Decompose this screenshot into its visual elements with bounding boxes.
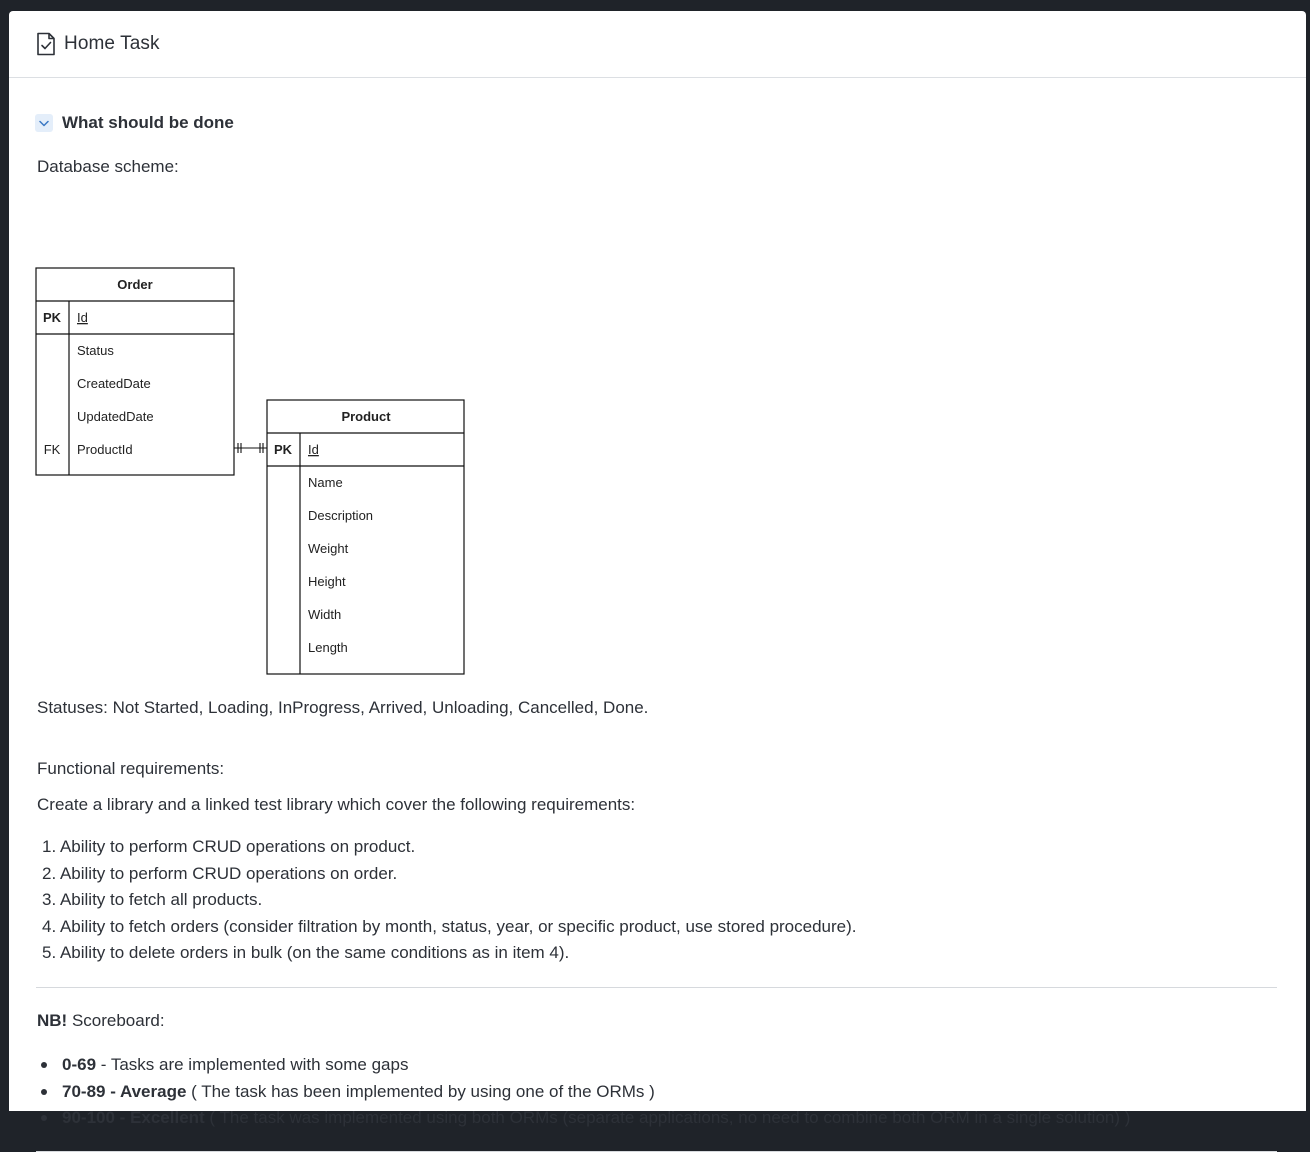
task-card: Home Task What should be done Database s… xyxy=(9,11,1306,1152)
product-table: Product PK Id Name Description Weight He… xyxy=(266,399,465,675)
statuses-text: Statuses: Not Started, Loading, InProgre… xyxy=(37,698,649,717)
product-field: Weight xyxy=(308,541,349,556)
document-check-icon xyxy=(36,32,56,56)
order-table-title: Order xyxy=(117,277,152,292)
functional-intro: Create a library and a linked test libra… xyxy=(37,795,636,814)
score-range: 90-100 - Excellent xyxy=(62,1108,205,1127)
order-field: Status xyxy=(77,343,114,358)
order-field: CreatedDate xyxy=(77,376,151,391)
product-field: Name xyxy=(308,475,343,490)
order-pk-field: Id xyxy=(77,310,88,325)
list-item: 3. Ability to fetch all products. xyxy=(42,890,263,909)
order-fk-field: ProductId xyxy=(77,442,133,457)
product-field: Width xyxy=(308,607,341,622)
score-text: ( The task has been implemented by using… xyxy=(186,1081,655,1101)
product-pk-field: Id xyxy=(308,442,319,457)
requirements-list: 1. Ability to perform CRUD operations on… xyxy=(42,834,857,967)
functional-heading: Functional requirements: xyxy=(37,759,225,778)
order-field: UpdatedDate xyxy=(77,409,154,424)
database-diagram: Order PK Id Status CreatedDate UpdatedDa… xyxy=(35,267,475,692)
product-field: Length xyxy=(308,640,348,655)
bullet-icon xyxy=(41,1115,47,1122)
score-range: 0-69 xyxy=(62,1055,97,1074)
section-toggle-what-should-be-done[interactable]: What should be done xyxy=(35,113,234,133)
score-text: - Tasks are implemented with some gaps xyxy=(96,1055,409,1074)
product-table-title: Product xyxy=(341,409,391,424)
list-item: 5. Ability to delete orders in bulk (on … xyxy=(42,943,570,962)
list-item: 1. Ability to perform CRUD operations on… xyxy=(42,837,416,856)
list-item: 4. Ability to fetch orders (consider fil… xyxy=(42,916,857,936)
page-title: Home Task xyxy=(64,33,160,54)
order-table: Order PK Id Status CreatedDate UpdatedDa… xyxy=(35,267,235,476)
bullet-icon xyxy=(41,1062,47,1069)
list-item: 2. Ability to perform CRUD operations on… xyxy=(42,863,398,883)
score-range: 70-89 - Average xyxy=(62,1081,187,1101)
score-text: ( The task was implemented using both OR… xyxy=(204,1108,1131,1127)
product-field: Description xyxy=(308,508,373,523)
divider xyxy=(36,987,1277,988)
order-fk-label: FK xyxy=(44,442,61,457)
relationship-connector xyxy=(234,443,267,453)
card-header: Home Task xyxy=(9,11,1306,78)
chevron-down-icon[interactable] xyxy=(35,114,53,132)
product-pk-label: PK xyxy=(274,442,293,457)
scoreboard-heading: NB! Scoreboard: xyxy=(37,1011,165,1031)
bullet-icon xyxy=(41,1088,47,1095)
list-item: 90-100 - Excellent ( The task was implem… xyxy=(36,1105,1130,1132)
list-item: 0-69 - Tasks are implemented with some g… xyxy=(36,1052,1130,1079)
list-item: 70-89 - Average ( The task has been impl… xyxy=(36,1079,1130,1106)
product-field: Height xyxy=(308,574,346,589)
scoreboard-list: 0-69 - Tasks are implemented with some g… xyxy=(36,1052,1130,1132)
scoreboard-label: Scoreboard: xyxy=(67,1011,165,1030)
database-scheme-label: Database scheme: xyxy=(37,157,179,176)
section-title: What should be done xyxy=(62,113,234,132)
order-pk-label: PK xyxy=(43,310,62,325)
nb-label: NB! xyxy=(37,1011,68,1030)
